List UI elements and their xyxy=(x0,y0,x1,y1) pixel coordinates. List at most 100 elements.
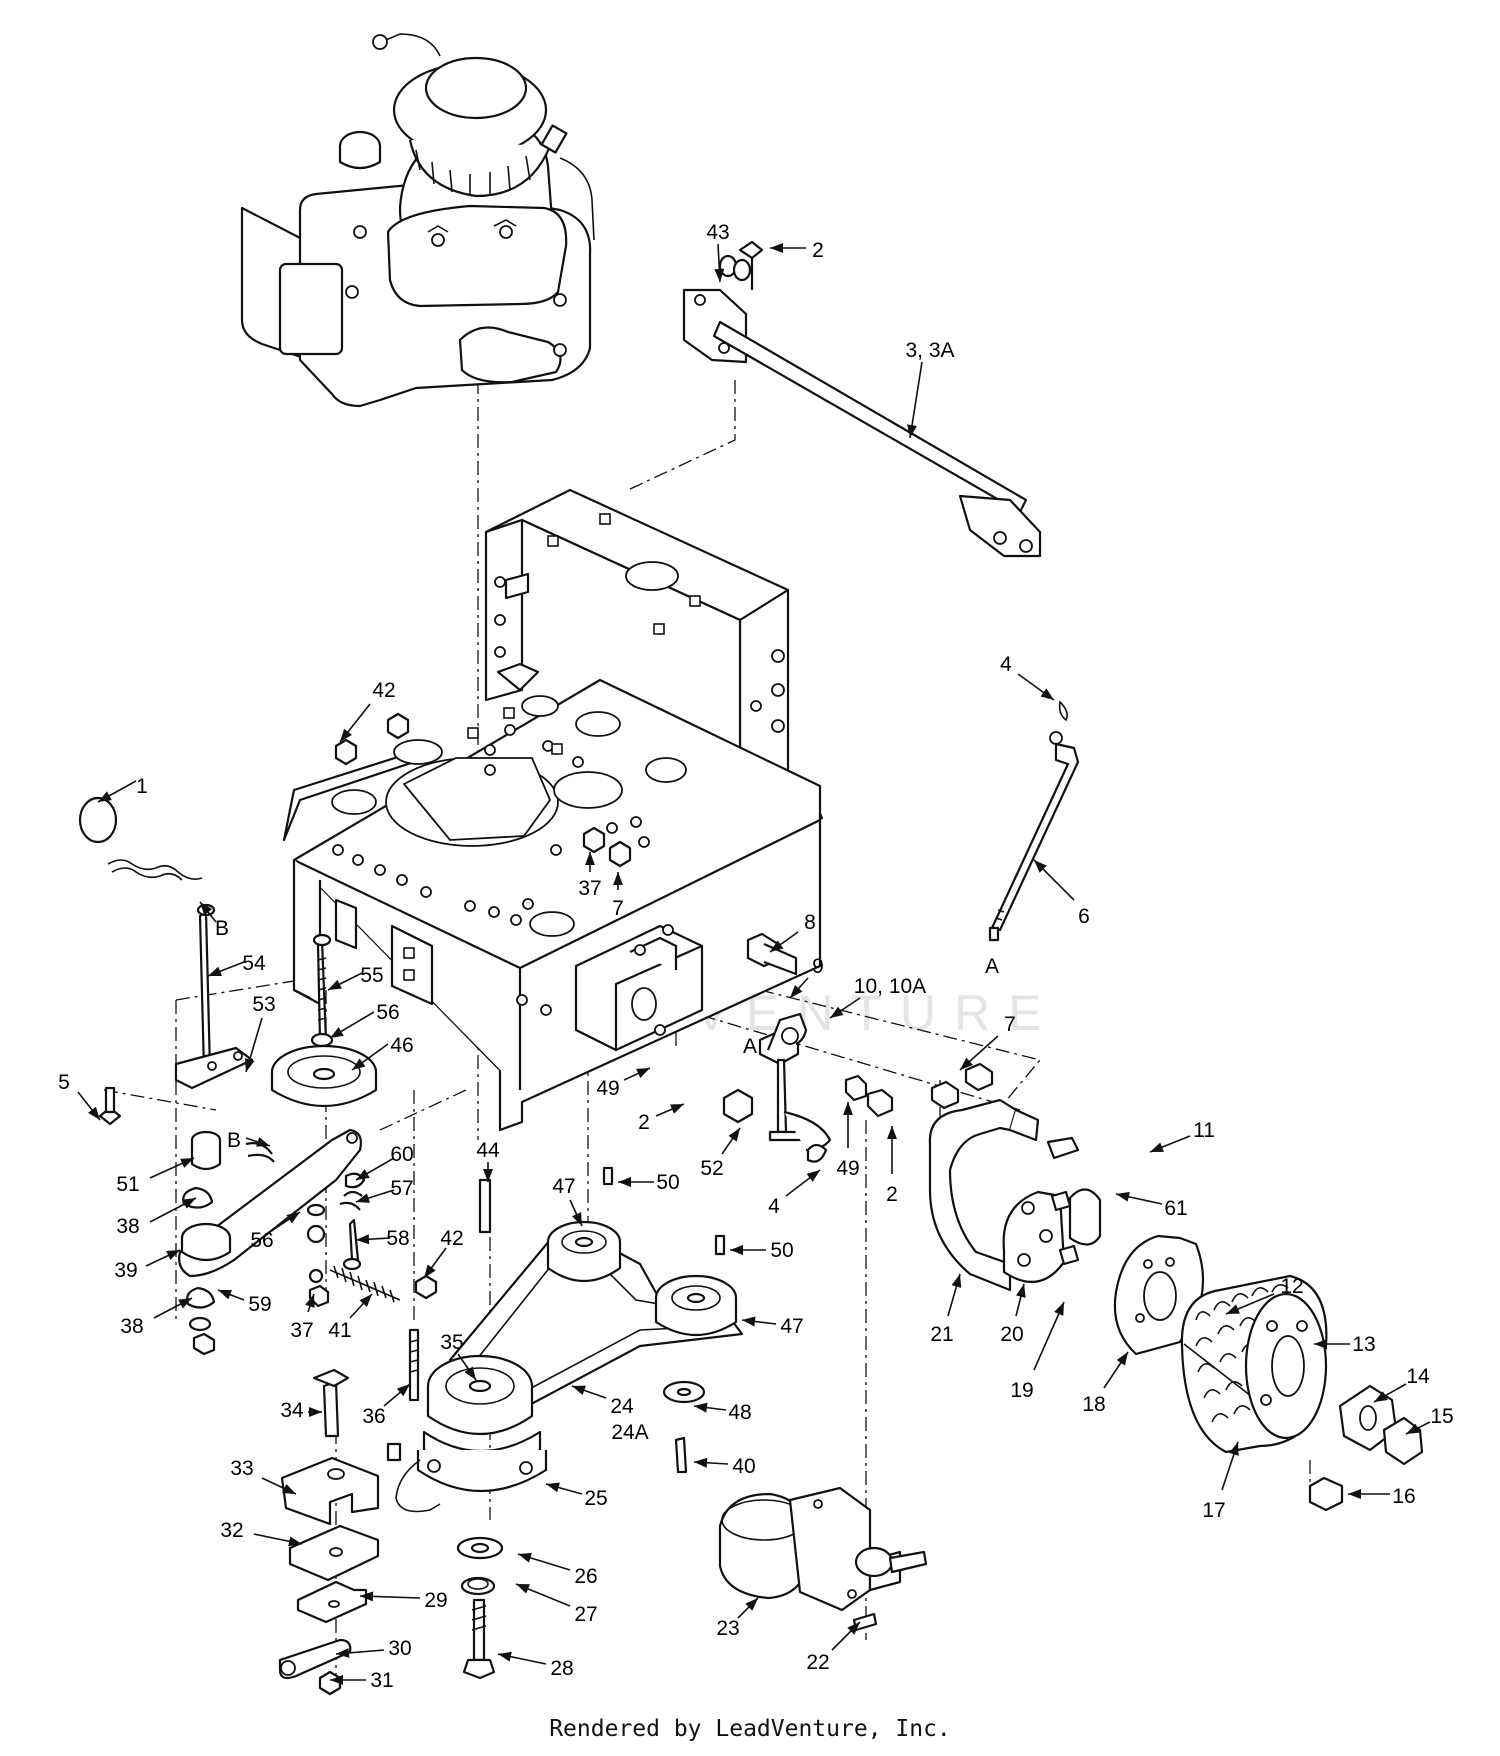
callout-label: 17 xyxy=(1202,1499,1225,1522)
callout-label: 37 xyxy=(290,1319,313,1342)
drive-belt-assembly xyxy=(386,1220,744,1680)
callout-label: 49 xyxy=(836,1157,859,1180)
callout-b: B xyxy=(199,901,229,940)
callout-arrowhead xyxy=(670,1104,684,1114)
callout-label: 22 xyxy=(806,1651,829,1674)
callout-label: 4 xyxy=(768,1195,780,1218)
callout-label: 7 xyxy=(612,897,624,920)
engine xyxy=(240,33,595,408)
callout-arrowhead xyxy=(340,728,352,742)
callout-5: 5 xyxy=(58,1071,101,1121)
callout-label: 38 xyxy=(116,1215,139,1238)
callout-arrowhead xyxy=(336,1647,350,1658)
callout-arrowhead xyxy=(218,1290,232,1300)
callout-label: 54 xyxy=(242,952,266,975)
callout-50: 50 xyxy=(618,1171,680,1194)
callout-46: 46 xyxy=(351,1034,414,1071)
callout-label: 7 xyxy=(1004,1013,1016,1036)
callout-23: 23 xyxy=(716,1597,759,1640)
callout-51: 51 xyxy=(116,1157,195,1196)
callout-arrowhead xyxy=(359,1294,372,1307)
main-frame xyxy=(282,488,824,1132)
callout-arrowhead xyxy=(330,1027,344,1038)
callout-label: 21 xyxy=(930,1323,953,1346)
callout-arrowhead xyxy=(356,1234,370,1245)
callout-arrowhead xyxy=(1374,1391,1388,1402)
callout-arrowhead xyxy=(572,1385,586,1396)
callout-arrowhead xyxy=(730,1245,743,1255)
callout-label: B xyxy=(227,1129,241,1152)
callout-38: 38 xyxy=(116,1197,197,1238)
callout-label: 2 xyxy=(812,239,824,262)
callout-arrowhead xyxy=(742,1316,756,1327)
callout-label: 2 xyxy=(638,1111,650,1134)
callout-20: 20 xyxy=(1000,1283,1026,1346)
callout-arrowhead xyxy=(1015,1284,1026,1298)
callout-arrowhead xyxy=(424,1264,436,1278)
callout-label: 6 xyxy=(1078,905,1090,928)
shift-rod xyxy=(988,700,1080,942)
callout-arrowhead xyxy=(745,1598,758,1611)
callout-arrowhead xyxy=(546,1482,560,1493)
callout-arrowhead xyxy=(464,1366,476,1380)
callout-label: 25 xyxy=(584,1487,607,1510)
callout-label: 49 xyxy=(596,1077,619,1100)
callout-label: 34 xyxy=(280,1399,304,1422)
callout-arrowhead xyxy=(790,984,803,998)
callout-arrowhead xyxy=(585,852,595,865)
callout-arrowhead xyxy=(178,1298,192,1309)
callout-21: 21 xyxy=(930,1273,962,1346)
callout-arrowhead xyxy=(288,1536,302,1547)
callout-label: B xyxy=(215,917,229,940)
callout-label: 15 xyxy=(1430,1405,1453,1428)
frame-hardware xyxy=(334,712,798,976)
callout-10-10a: 10, 10A xyxy=(829,975,926,1019)
callout-arrowhead xyxy=(1314,1339,1327,1349)
callout-26: 26 xyxy=(517,1553,598,1588)
callout-arrowhead xyxy=(483,1169,493,1182)
callout-7: 7 xyxy=(612,872,624,920)
callout-arrowhead xyxy=(1034,860,1047,873)
callout-label: 33 xyxy=(230,1457,253,1480)
callout-label: 12 xyxy=(1280,1275,1303,1298)
callout-arrowhead xyxy=(951,1274,962,1288)
callout-19: 19 xyxy=(1010,1301,1065,1402)
callout-arrowhead xyxy=(843,1102,853,1115)
callout-29: 29 xyxy=(359,1589,448,1612)
callout-arrowhead xyxy=(1054,1302,1064,1316)
callout-label: 50 xyxy=(656,1171,679,1194)
callout-label: 51 xyxy=(116,1173,139,1196)
callout-label: 4 xyxy=(1000,653,1012,676)
callout-arrowhead xyxy=(1348,1489,1361,1499)
callout-label: 50 xyxy=(770,1239,793,1262)
callout-27: 27 xyxy=(515,1583,598,1626)
callout-arrowhead xyxy=(887,1126,897,1139)
callout-2: 2 xyxy=(770,239,824,262)
callout-33: 33 xyxy=(230,1457,297,1495)
handle-bracket xyxy=(682,240,1042,558)
callout-11: 11 xyxy=(1149,1119,1215,1153)
callout-label: 24A xyxy=(611,1421,648,1444)
callout-14: 14 xyxy=(1373,1365,1430,1403)
callout-arrowhead xyxy=(518,1553,532,1563)
callout-label: 61 xyxy=(1164,1197,1187,1220)
callout-label: 42 xyxy=(440,1227,463,1250)
callout-label: 56 xyxy=(376,1001,399,1024)
callout-arrowhead xyxy=(1406,1423,1420,1434)
callout-arrowhead xyxy=(1229,1442,1239,1456)
callout-4: 4 xyxy=(1000,653,1055,701)
callout-arrowhead xyxy=(244,1058,255,1072)
callout-label: 20 xyxy=(1000,1323,1023,1346)
callout-28: 28 xyxy=(497,1651,574,1680)
callout-37: 37 xyxy=(578,852,602,900)
callout-b: B xyxy=(227,1129,271,1152)
callout-label: A xyxy=(985,955,999,978)
callout-39: 39 xyxy=(114,1249,181,1282)
callout-label: 10, 10A xyxy=(854,975,926,998)
callout-label: 2 xyxy=(886,1183,898,1206)
callout-arrowhead xyxy=(694,1402,708,1413)
callout-arrowhead xyxy=(256,1137,270,1147)
callout-2: 2 xyxy=(638,1103,685,1134)
callout-label: 29 xyxy=(424,1589,447,1612)
callout-35: 35 xyxy=(440,1331,477,1381)
